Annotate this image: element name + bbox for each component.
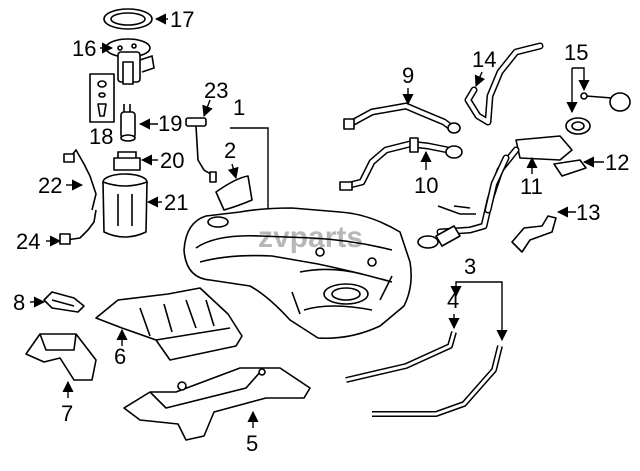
callout-10: 10: [414, 173, 438, 198]
part-16-fuel-pump: [105, 38, 155, 85]
leader-3b: [470, 281, 508, 342]
callout-12: 12: [605, 150, 629, 175]
part-1-fuel-tank: [183, 207, 412, 340]
part-14-filler-hose: [464, 42, 544, 126]
part-2-shield: [215, 175, 253, 211]
part-9-vent-hose: [343, 102, 461, 134]
part-11-filler-pipe: [417, 135, 573, 249]
part-10-breather-tube: [339, 137, 463, 191]
callout-6: 6: [114, 344, 126, 369]
callout-17: 17: [170, 7, 194, 32]
part-12-bracket: [553, 159, 587, 177]
part-8-bracket: [43, 291, 85, 313]
callout-22: 22: [38, 173, 62, 198]
part-13-bracket: [511, 215, 557, 253]
part-4-strap: [345, 331, 457, 383]
part-6-insulator: [95, 287, 243, 361]
part-21-housing: [102, 173, 148, 238]
leader-23: [202, 99, 213, 118]
leader-1: [230, 127, 269, 214]
part-20-filter: [113, 151, 141, 171]
part-19-pump: [120, 104, 136, 142]
callout-13: 13: [576, 200, 600, 225]
part-17-gasket: [103, 8, 153, 30]
callout-15: 15: [564, 40, 588, 65]
callout-24: 24: [16, 229, 40, 254]
callout-16: 16: [72, 36, 96, 61]
callout-19: 19: [158, 111, 182, 136]
callout-14: 14: [472, 47, 496, 72]
part-22-wire: [63, 148, 97, 211]
callout-4: 4: [447, 288, 459, 313]
callout-7: 7: [61, 401, 73, 426]
leader-15b: [572, 67, 590, 92]
callout-3: 3: [464, 254, 476, 279]
callout-8: 8: [13, 290, 25, 315]
leader-3a: [450, 281, 470, 298]
leader-14: [474, 71, 486, 88]
part-15-fuel-cap: [565, 92, 631, 135]
part-23-level-sensor: [185, 117, 217, 183]
callout-5: 5: [246, 431, 258, 456]
callout-18: 18: [89, 124, 113, 149]
leader-2: [227, 163, 239, 180]
callout-2: 2: [224, 138, 236, 163]
part-7-protector: [25, 333, 97, 381]
callout-1: 1: [233, 95, 245, 120]
callout-11: 11: [520, 174, 543, 199]
callout-21: 21: [164, 190, 188, 215]
part-3-strap: [372, 345, 503, 417]
callout-9: 9: [402, 63, 414, 88]
callout-20: 20: [160, 148, 184, 173]
part-18-seal-kit: [89, 73, 115, 123]
part-5-lower-shield: [123, 367, 311, 441]
watermark-text: zvparts: [258, 221, 363, 254]
part-24-harness: [59, 209, 97, 245]
callout-23: 23: [204, 78, 228, 103]
